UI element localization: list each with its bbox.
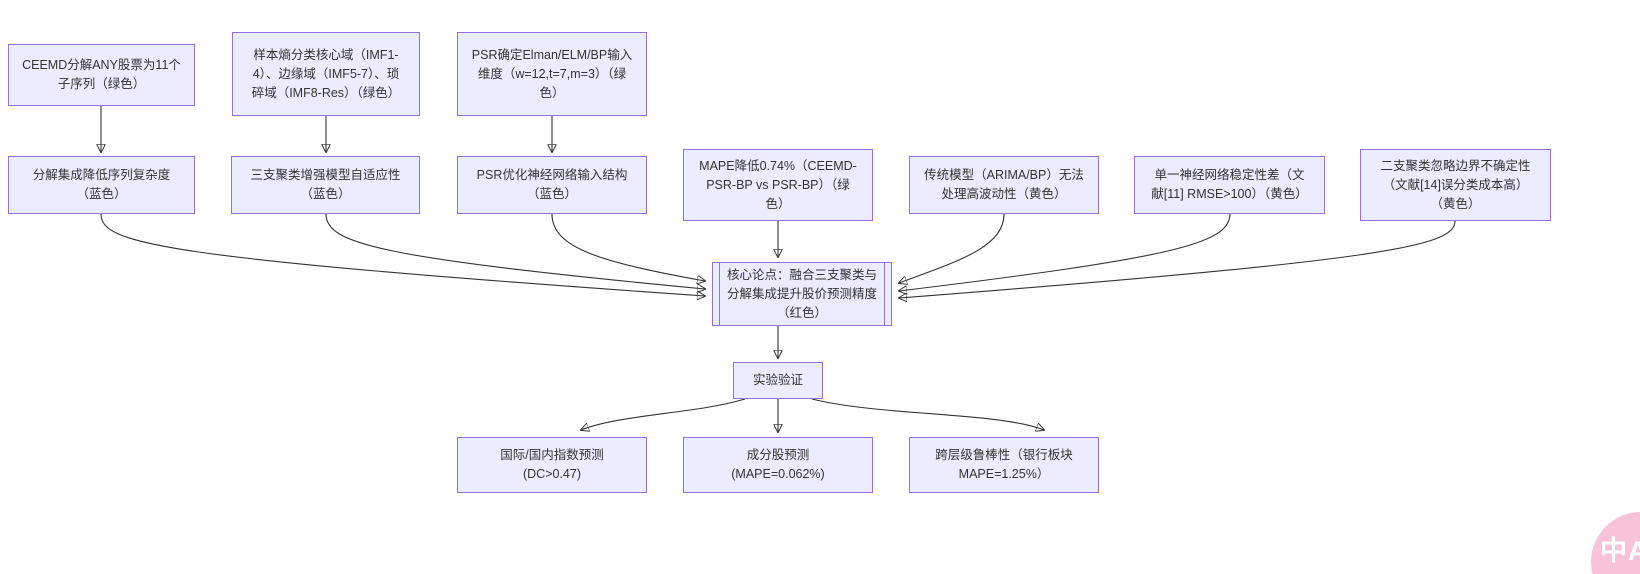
arrow-experiment-to-robust bbox=[811, 398, 1044, 430]
node-psr-structure: PSR优化神经网络输入结构 （蓝色） bbox=[457, 156, 647, 214]
translate-button[interactable]: 中A bbox=[1591, 512, 1640, 574]
arrow-singlenn-to-core bbox=[899, 213, 1231, 291]
node-traditional-model: 传统模型（ARIMA/BP）无法 处理高波动性（黄色） bbox=[909, 156, 1099, 214]
node-component-forecast: 成分股预测 (MAPE=0.062%) bbox=[683, 437, 873, 493]
arrow-structure-to-core bbox=[551, 213, 705, 281]
node-two-way-cluster: 二支聚类忽略边界不确定性 （文献[14]误分类成本高） （黄色） bbox=[1360, 149, 1551, 221]
node-mape-reduce: MAPE降低0.74%（CEEMD- PSR-BP vs PSR-BP）（绿 色… bbox=[683, 149, 873, 221]
node-experiment: 实验验证 bbox=[733, 362, 823, 399]
node-single-nn: 单一神经网络稳定性差（文 献[11] RMSE>100）（黄色） bbox=[1134, 156, 1325, 214]
arrow-decompose-to-core bbox=[100, 213, 705, 296]
arrow-twoway-to-core bbox=[899, 220, 1456, 298]
node-core-thesis: 核心论点：融合三支聚类与 分解集成提升股价预测精度 （红色） bbox=[712, 262, 892, 326]
arrow-cluster-to-core bbox=[325, 213, 705, 289]
node-psr-dimension: PSR确定Elman/ELM/BP输入 维度（w=12,t=7,m=3）（绿 色… bbox=[457, 32, 647, 116]
node-decompose-ensemble: 分解集成降低序列复杂度 （蓝色） bbox=[8, 156, 195, 214]
node-robustness: 跨层级鲁棒性（银行板块 MAPE=1.25%） bbox=[909, 437, 1099, 493]
node-index-forecast: 国际/国内指数预测 (DC>0.47) bbox=[457, 437, 647, 493]
node-ceemd: CEEMD分解ANY股票为11个 子序列（绿色） bbox=[8, 44, 195, 106]
node-three-way-cluster: 三支聚类增强模型自适应性 （蓝色） bbox=[231, 156, 420, 214]
arrow-traditional-to-core bbox=[899, 213, 1005, 283]
node-sample-entropy: 样本熵分类核心域（IMF1- 4）、边缘域（IMF5-7）、琐 碎域（IMF8-… bbox=[232, 32, 420, 116]
translate-icon: 中A bbox=[1600, 536, 1640, 566]
arrow-experiment-to-index bbox=[581, 398, 746, 430]
